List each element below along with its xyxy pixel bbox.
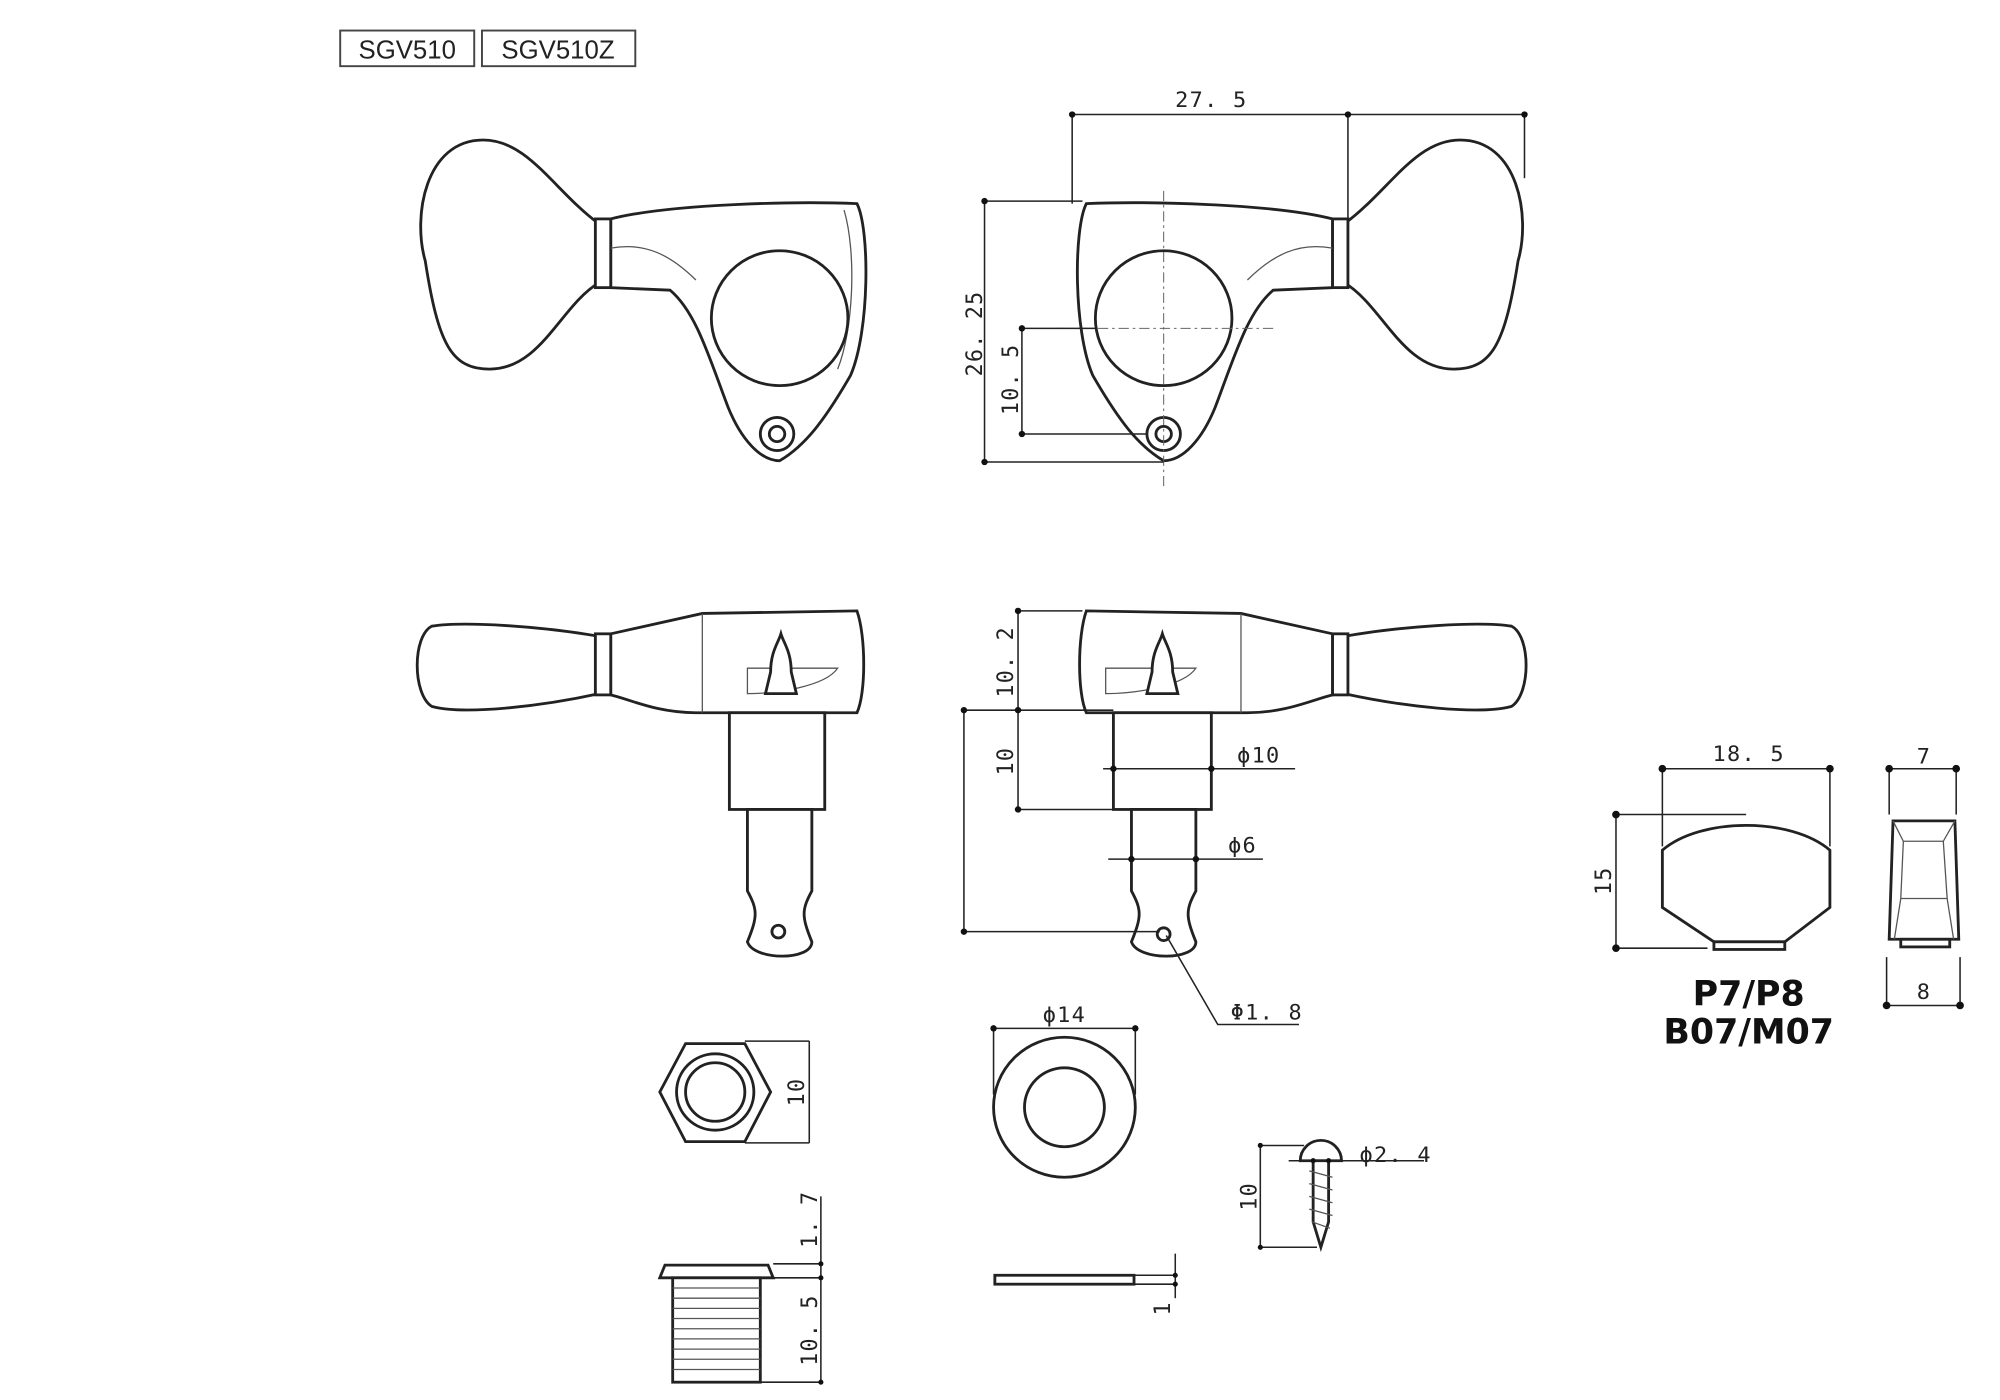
- hex-nut: 10: [658, 1040, 810, 1144]
- svg-text:15: 15: [1592, 866, 1617, 895]
- svg-text:10. 5: 10. 5: [999, 344, 1024, 415]
- svg-text:SGV510Z: SGV510Z: [501, 37, 614, 65]
- svg-text:ϕ6: ϕ6: [1228, 834, 1257, 859]
- svg-text:P7/P8: P7/P8: [1693, 975, 1805, 1015]
- svg-text:B07/M07: B07/M07: [1663, 1013, 1834, 1053]
- washer: ϕ14: [990, 1003, 1139, 1179]
- dimension-27-5: 27. 5: [1068, 88, 1528, 219]
- svg-text:1: 1: [1151, 1301, 1176, 1315]
- dimension-26-25: 26. 25: [963, 197, 1164, 466]
- svg-text:ϕ10: ϕ10: [1237, 743, 1280, 768]
- svg-text:ϕ2. 4: ϕ2. 4: [1360, 1143, 1432, 1168]
- svg-text:18. 5: 18. 5: [1713, 742, 1785, 767]
- screw: ϕ2. 4 10: [1237, 1138, 1432, 1253]
- model-label-1: SGV510: [339, 29, 476, 68]
- bushing: 1. 7 10. 5: [657, 1191, 824, 1385]
- svg-text:10: 10: [994, 747, 1019, 776]
- tuner-side-view-left: [415, 609, 866, 958]
- svg-text:26. 25: 26. 25: [963, 291, 988, 377]
- svg-text:10. 5: 10. 5: [798, 1294, 823, 1365]
- tuner-front-view-right: [1056, 138, 1525, 490]
- dimension-phi10: ϕ10: [1103, 743, 1296, 772]
- svg-text:10. 2: 10. 2: [994, 626, 1019, 697]
- svg-text:7: 7: [1917, 745, 1931, 770]
- svg-text:Φ1. 8: Φ1. 8: [1231, 1001, 1303, 1026]
- dimension-10-2: 10. 2 10: [963, 607, 1114, 813]
- tuner-side-view-right: [1078, 609, 1528, 958]
- tuner-front-view-left: [419, 138, 868, 463]
- svg-text:10: 10: [1237, 1182, 1262, 1211]
- dimension-post-length: [960, 707, 1160, 935]
- svg-text:8: 8: [1917, 980, 1931, 1005]
- svg-text:1. 7: 1. 7: [798, 1191, 823, 1248]
- svg-text:27. 5: 27. 5: [1175, 88, 1247, 113]
- svg-text:10: 10: [785, 1078, 810, 1107]
- dimension-10-5: 10. 5: [999, 325, 1147, 438]
- dimension-phi6: ϕ6: [1108, 834, 1263, 863]
- svg-text:ϕ14: ϕ14: [1043, 1003, 1086, 1028]
- svg-text:SGV510: SGV510: [359, 37, 456, 65]
- washer-side: 1: [993, 1253, 1178, 1316]
- dimension-hole: Φ1. 8: [1165, 935, 1303, 1026]
- knob-front: 18. 5 15 P7/P8 B07/M07: [1592, 742, 1834, 1052]
- model-label-2: SGV510Z: [480, 29, 637, 68]
- knob-side: 7 8: [1882, 745, 1964, 1010]
